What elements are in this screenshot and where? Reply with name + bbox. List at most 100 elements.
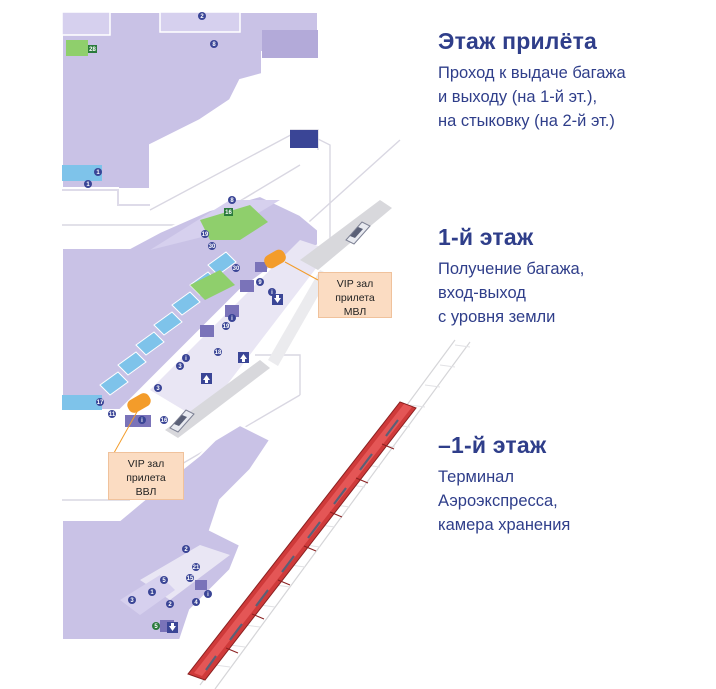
- poi-marker: 17: [96, 398, 104, 406]
- poi-marker: 3: [176, 362, 184, 370]
- poi-marker: 30: [232, 264, 240, 272]
- poi-marker: 1: [94, 168, 102, 176]
- poi-marker: 19: [201, 230, 209, 238]
- svg-text:19: 19: [202, 232, 209, 238]
- svg-text:2: 2: [184, 547, 188, 553]
- callout-line: VIP зал: [336, 278, 374, 290]
- callout-line: ВВЛ: [135, 486, 157, 498]
- floor-title: 1-й этаж: [438, 224, 534, 250]
- svg-text:1: 1: [150, 590, 154, 596]
- floor-description-first: 1-й этаж Получение багажа, вход-выход с …: [438, 224, 584, 329]
- car-icon: [345, 221, 371, 245]
- svg-text:18: 18: [215, 350, 222, 356]
- svg-text:30: 30: [209, 244, 216, 250]
- svg-text:28: 28: [89, 47, 96, 53]
- poi-marker: 5: [160, 576, 168, 584]
- svg-text:2: 2: [168, 602, 172, 608]
- poi-marker: 16: [160, 416, 168, 424]
- svg-text:i: i: [231, 316, 233, 322]
- floor-line: вход-выход: [438, 284, 526, 302]
- svg-text:3: 3: [156, 386, 160, 392]
- arrow-down-icon: [167, 622, 178, 633]
- floor-line: Получение багажа,: [438, 260, 585, 278]
- vip-mvl-marker: [264, 249, 319, 281]
- floor-line: с уровня земли: [438, 308, 556, 326]
- svg-text:i: i: [207, 592, 209, 598]
- svg-text:11: 11: [109, 412, 116, 418]
- vip-vvl-callout: VIP зал прилета ВВЛ: [108, 452, 184, 500]
- svg-text:19: 19: [223, 324, 230, 330]
- floor-line: на стыковку (на 2-й эт.): [438, 112, 615, 130]
- poi-marker: 15: [186, 574, 194, 582]
- svg-text:5: 5: [154, 624, 158, 630]
- svg-text:30: 30: [233, 266, 240, 272]
- poi-marker: 19: [222, 322, 230, 330]
- info-icon: i: [138, 416, 146, 424]
- poi-marker: 2: [182, 545, 190, 553]
- info-icon: i: [182, 354, 190, 362]
- road: [165, 200, 392, 438]
- arrow-up-icon: [238, 352, 249, 363]
- svg-text:2: 2: [200, 14, 204, 20]
- floor-title: –1-й этаж: [438, 432, 547, 458]
- callout-line: прилета: [335, 292, 375, 304]
- svg-text:15: 15: [187, 576, 194, 582]
- svg-text:4: 4: [194, 600, 198, 606]
- aeroexpress-train-icon: [187, 401, 417, 681]
- poi-marker: 21: [192, 563, 200, 571]
- poi-marker: 1: [84, 180, 92, 188]
- vip-vvl-marker: [109, 393, 151, 461]
- callout-line: VIP зал: [127, 458, 165, 470]
- floor-description-arrival: Этаж прилёта Проход к выдаче багажа и вы…: [438, 28, 626, 133]
- poi-marker: 18: [214, 348, 222, 356]
- callout-line: прилета: [126, 472, 166, 484]
- svg-text:16: 16: [225, 210, 232, 216]
- svg-text:1: 1: [86, 182, 90, 188]
- arrival-floor-plan: [61, 11, 319, 206]
- stair-block: [290, 130, 318, 148]
- info-icon: i: [204, 590, 212, 598]
- poi-marker: 30: [208, 242, 216, 250]
- poi-marker: 9: [256, 278, 264, 286]
- info-icon: i: [228, 314, 236, 322]
- poi-markers: 2 28 8 1 1 8 16 19 30 30 9 19 3 3 18 17 …: [84, 12, 276, 630]
- svg-text:16: 16: [161, 418, 168, 424]
- svg-text:1: 1: [96, 170, 100, 176]
- poi-marker: 16: [224, 208, 233, 216]
- vip-mvl-callout: VIP зал прилета МВЛ: [318, 272, 392, 318]
- floor-line: Терминал: [438, 468, 514, 486]
- floor-line: Проход к выдаче багажа: [438, 64, 626, 82]
- poi-marker: 8: [210, 40, 218, 48]
- poi-marker: 3: [128, 596, 136, 604]
- svg-text:8: 8: [230, 198, 234, 204]
- svg-text:17: 17: [97, 400, 104, 406]
- svg-text:3: 3: [130, 598, 134, 604]
- arrow-down-icon: [272, 294, 283, 305]
- poi-marker: 5: [152, 622, 160, 630]
- car-icon: [169, 409, 195, 433]
- poi-marker: 1: [148, 588, 156, 596]
- poi-marker: 4: [192, 598, 200, 606]
- poi-marker: 28: [88, 45, 97, 53]
- callout-line: МВЛ: [343, 306, 367, 318]
- arrow-up-icon: [201, 373, 212, 384]
- poi-marker: 2: [198, 12, 206, 20]
- poi-marker: 11: [108, 410, 116, 418]
- svg-text:i: i: [271, 290, 273, 296]
- svg-text:9: 9: [258, 280, 262, 286]
- poi-marker: 8: [228, 196, 236, 204]
- svg-text:3: 3: [178, 364, 182, 370]
- svg-text:5: 5: [162, 578, 166, 584]
- svg-text:8: 8: [212, 42, 216, 48]
- poi-marker: 3: [154, 384, 162, 392]
- floor-line: и выходу (на 1-й эт.),: [438, 88, 598, 106]
- svg-text:21: 21: [193, 565, 200, 571]
- floor-title: Этаж прилёта: [438, 28, 598, 54]
- first-floor-plan: [61, 194, 330, 427]
- floor-description-basement: –1-й этаж Терминал Аэроэкспресса, камера…: [438, 432, 570, 537]
- poi-marker: 2: [166, 600, 174, 608]
- floor-line: Аэроэкспресса,: [438, 492, 558, 510]
- floor-line: камера хранения: [438, 516, 571, 534]
- svg-text:i: i: [141, 418, 143, 424]
